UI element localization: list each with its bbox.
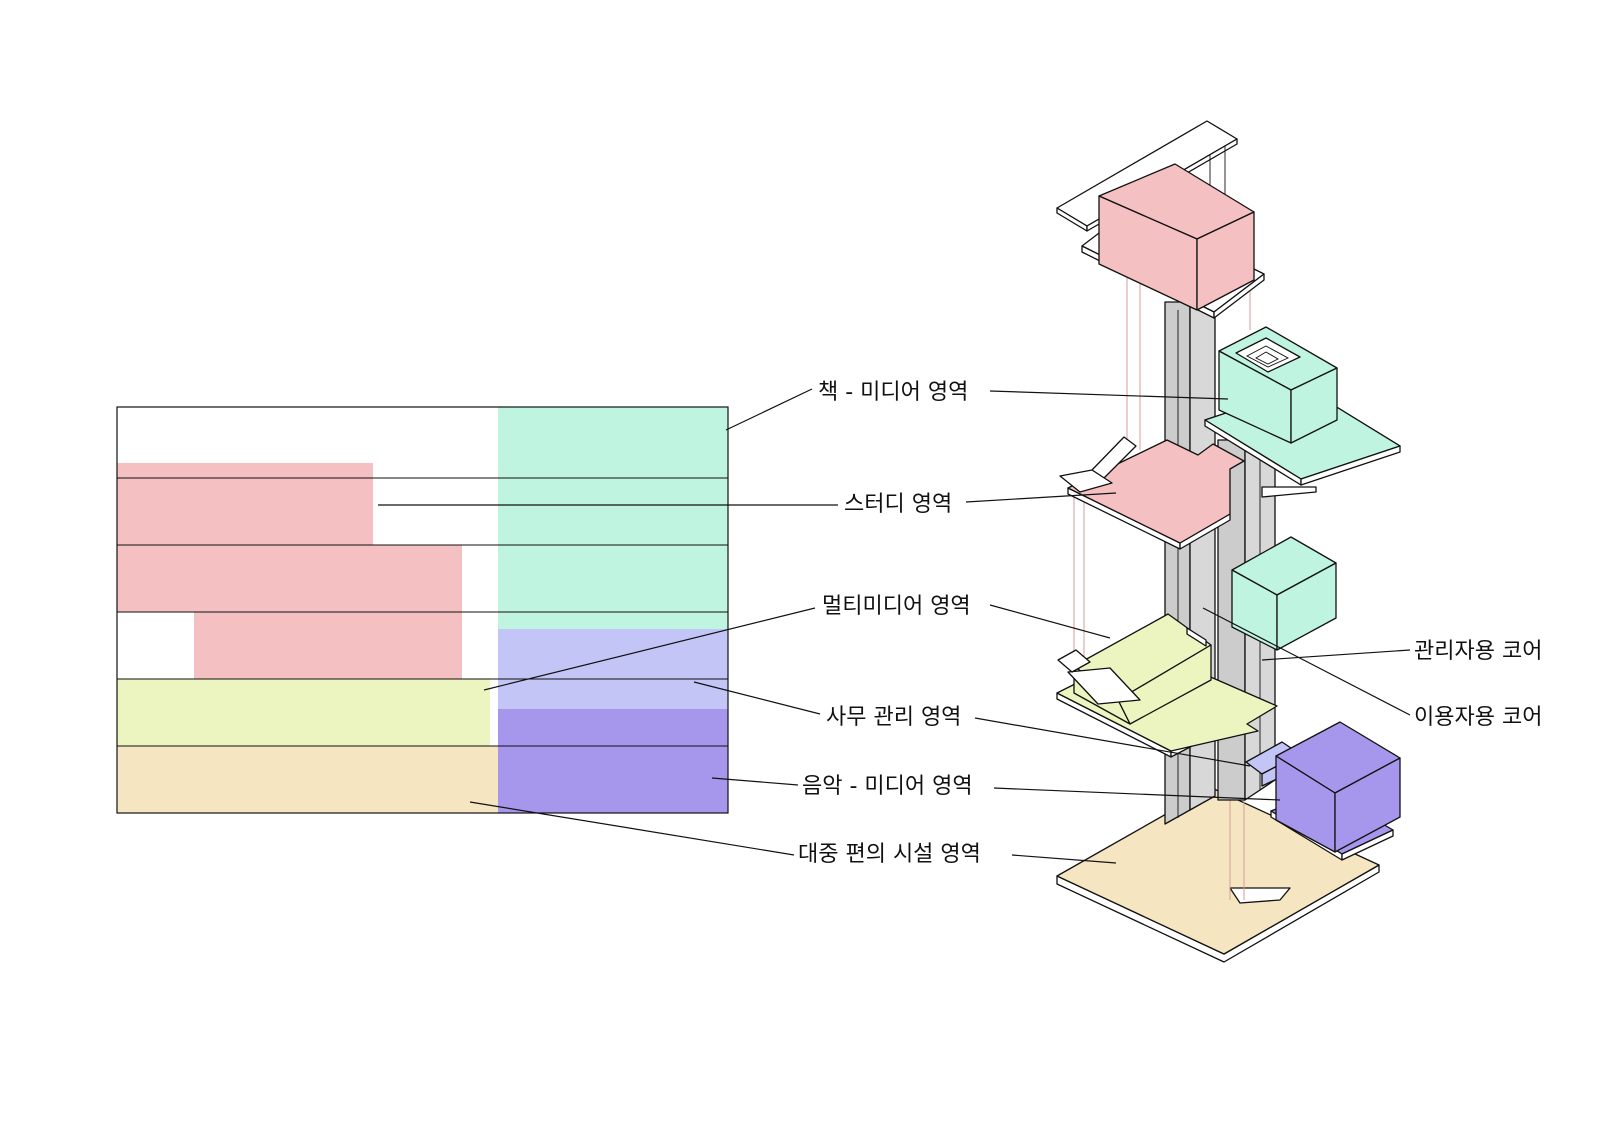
axonometric-diagram (1056, 120, 1401, 963)
label-book-media: 책 - 미디어 영역 (818, 380, 968, 405)
label-multimedia: 멀티미디어 영역 (822, 594, 971, 619)
label-office: 사무 관리 영역 (826, 705, 961, 730)
label-study: 스터디 영역 (844, 492, 952, 517)
section-zone-multimedia (117, 679, 490, 746)
section-diagram (116, 406, 729, 814)
section-zone-study-1 (117, 463, 373, 545)
plate-study (1067, 439, 1245, 544)
section-frame (116, 406, 729, 814)
leader-lines (378, 388, 1411, 864)
section-zone-office (498, 629, 728, 709)
label-public: 대중 편의 시설 영역 (798, 842, 981, 867)
labels: 책 - 미디어 영역 스터디 영역 멀티미디어 영역 사무 관리 영역 음악 -… (796, 376, 1542, 868)
section-zone-study-3 (194, 612, 462, 679)
section-zone-public (117, 746, 498, 813)
label-user-core: 이용자용 코어 (1414, 705, 1542, 730)
label-music-media: 음악 - 미디어 영역 (802, 774, 973, 799)
section-zone-study-2 (117, 545, 462, 612)
section-zone-book-media (498, 407, 728, 629)
section-zone-music-media (498, 709, 728, 813)
label-admin-core: 관리자용 코어 (1414, 639, 1542, 664)
